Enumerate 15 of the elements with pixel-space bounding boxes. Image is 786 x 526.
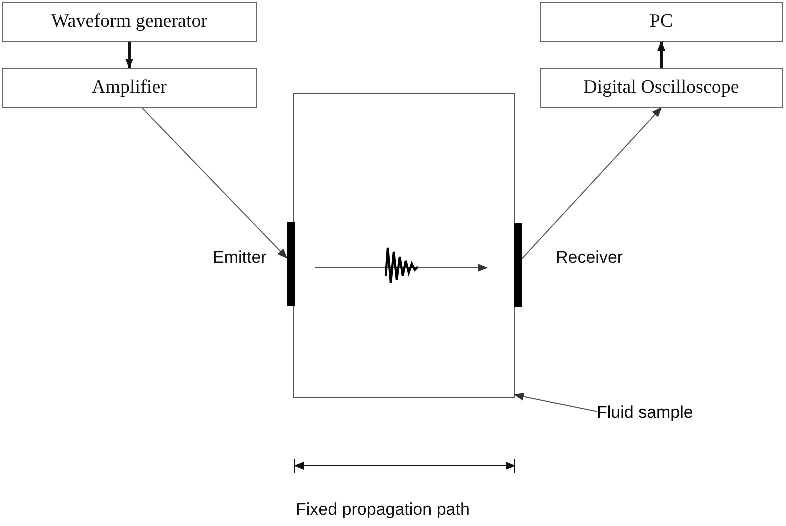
arrow [658,41,666,68]
arrow [514,392,598,412]
process-box: Waveform generator [2,2,257,42]
label-text: Fluid sample [597,401,707,425]
node-caption: Emitter [213,248,267,268]
arrow [142,108,288,259]
process-box: Amplifier [2,68,257,108]
transducer-bar [287,222,295,306]
node-caption: Receiver [556,248,624,268]
arrow [126,42,134,69]
arrow [522,107,662,260]
process-box: Digital Oscilloscope [540,68,783,108]
caption-text: Fixed propagation path [296,500,470,520]
process-box: PC [540,2,783,42]
transducer-bar [514,223,522,307]
